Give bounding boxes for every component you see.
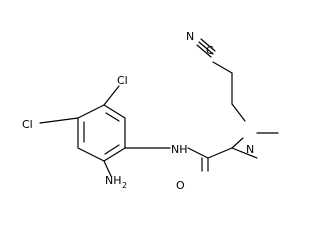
- structure-canvas: Cl Cl NH N O N C NH 2: [22, 30, 279, 192]
- molecule-drawing: Cl Cl NH N O N C NH 2: [22, 30, 279, 192]
- carbonyl-alpha-bond: [207, 147, 233, 159]
- ring-double-1: [105, 112, 120, 122]
- benzene-ring: [77, 104, 126, 162]
- cl-bond-left: [39, 117, 79, 124]
- alpha-methyl-bond: [231, 147, 258, 159]
- carbonyl-oxygen-label: O: [176, 179, 185, 192]
- chlorine-top-label: Cl: [117, 74, 128, 87]
- ring-double-2: [104, 144, 120, 155]
- chlorine-left-label: Cl: [22, 118, 33, 131]
- ethyl-nitrile-bond: [212, 61, 233, 74]
- nitrile-bond-3: [200, 38, 216, 52]
- nh-carbonyl-bond: [187, 147, 209, 159]
- ring-bond-6: [77, 104, 105, 119]
- ring-bond-3: [103, 147, 126, 162]
- amide-nh-label: NH: [171, 143, 188, 156]
- nitrile-n-label: N: [186, 30, 194, 43]
- nitrile-bond-1: [196, 44, 212, 58]
- n-ethyl-bond: [231, 103, 246, 122]
- alpha-nitrogen-bond: [231, 137, 244, 149]
- amino-subscript: 2: [122, 181, 127, 190]
- nitrile-bond-2: [198, 41, 214, 55]
- ring-bond-4: [77, 147, 105, 162]
- cl-bond-top: [103, 85, 120, 106]
- nh2-bond: [103, 160, 112, 177]
- amino-nh-label: NH: [105, 174, 122, 187]
- amine-n-label: N: [246, 143, 254, 156]
- ring-bond-1: [103, 104, 126, 119]
- nitrile-c-label: C: [206, 44, 214, 57]
